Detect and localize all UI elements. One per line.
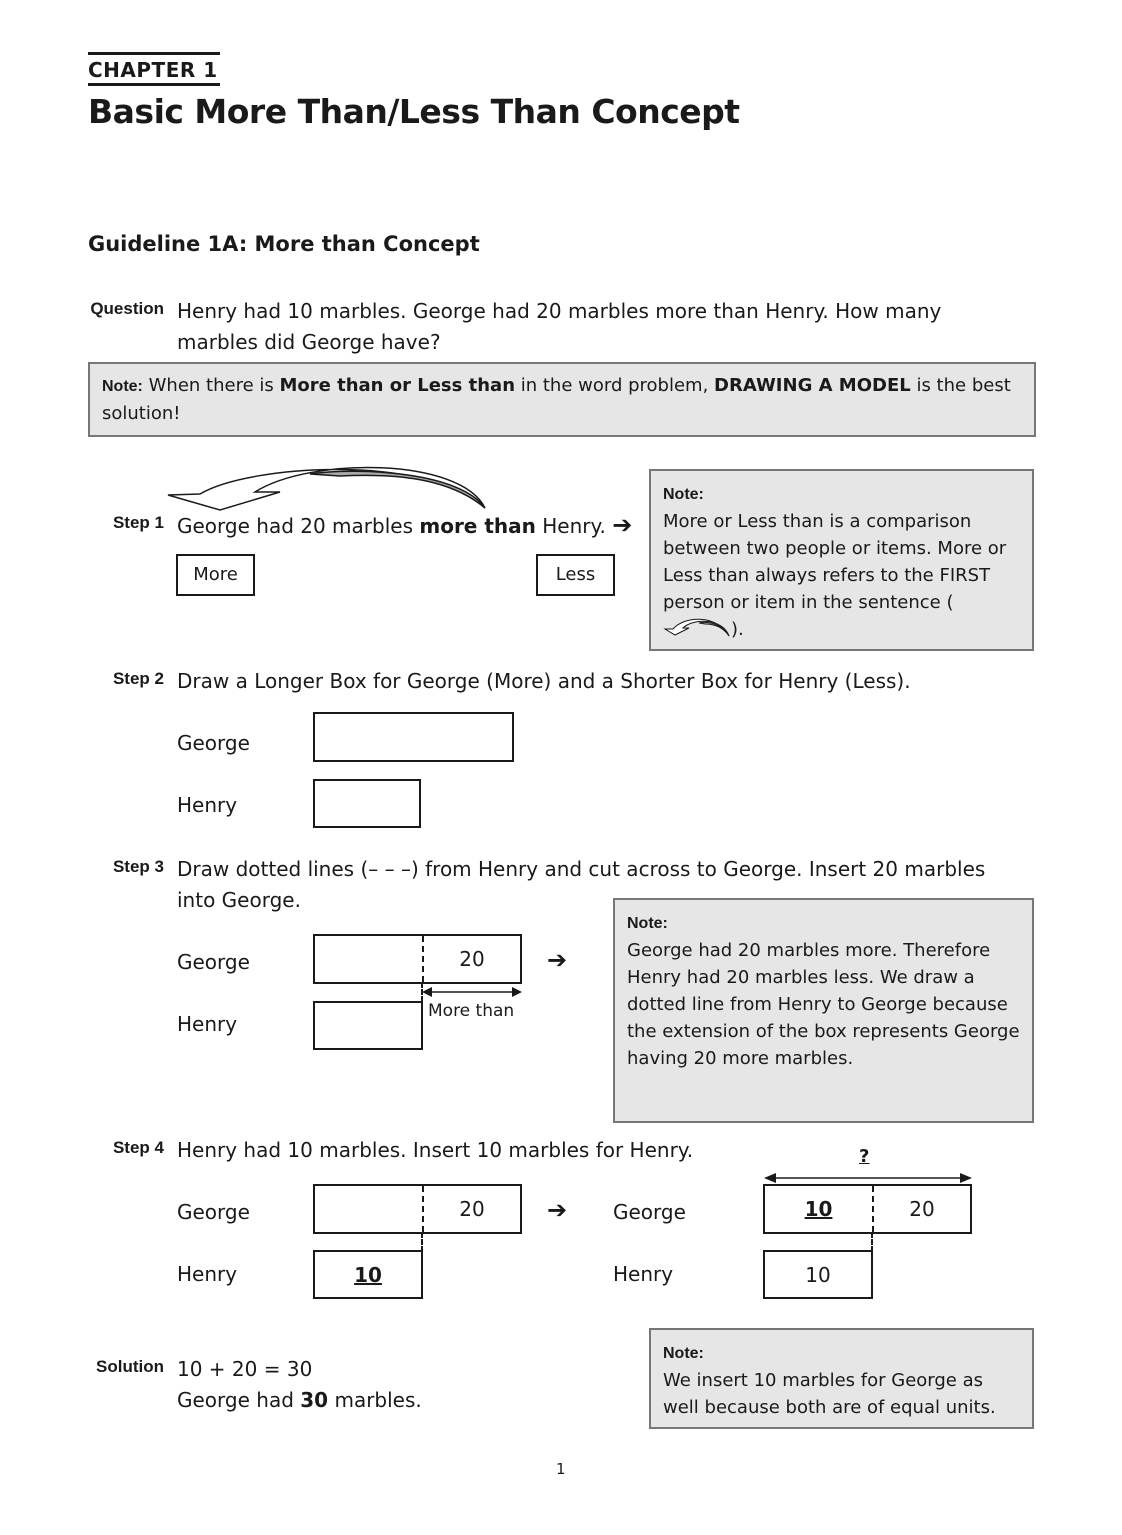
step4-label: Step 4 [112,1138,164,1157]
step2-label: Step 2 [112,669,164,688]
step4b-henry-value: 10 [805,1262,831,1287]
solution-label: Solution [96,1357,164,1376]
note-main: Note: When there is More than or Less th… [88,362,1036,437]
dotted-line [422,1186,424,1232]
dotted-line [422,936,424,982]
step4b-george-left: 10 [804,1197,833,1221]
right-arrow-icon: ➔ [547,946,568,974]
dotted-line-connector [871,1232,873,1252]
curved-arrow-icon [167,466,486,511]
solution-equation: 10 + 20 = 30 [177,1357,313,1381]
step2-george-label: George [177,731,250,755]
dotted-line [872,1186,874,1232]
note-step1: Note: More or Less than is a comparison … [649,469,1034,651]
step4-george-label: George [177,1200,250,1224]
question-text: Henry had 10 marbles. George had 20 marb… [177,299,942,354]
step4-henry-value: 10 [354,1262,382,1287]
step2-george-box [313,712,514,762]
step4b-george-right: 20 [909,1197,935,1221]
step4-george-value: 20 [459,1197,485,1221]
note-solution-text: We insert 10 marbles for George as well … [663,1370,996,1418]
step4b-george-label: George [613,1200,686,1224]
step1-text: George had 20 marbles more than Henry. ➔ [177,511,633,539]
note-solution: Note: We insert 10 marbles for George as… [649,1328,1034,1429]
step3-label: Step 3 [112,857,164,876]
more-box: More [176,554,255,596]
less-box: Less [536,554,615,596]
right-arrow-icon: ➔ [612,511,633,539]
note-step3: Note: George had 20 marbles more. Theref… [613,898,1034,1123]
step3-george-box: 20 [313,934,522,984]
note-main-prefix: Note: [102,378,143,395]
step3-george-value: 20 [459,947,485,971]
step1-label: Step 1 [112,513,164,532]
question-mark-label: ? [859,1146,870,1167]
right-arrow-icon: ➔ [547,1196,568,1224]
step4-george-box: 20 [313,1184,522,1234]
note-step1-title: Note: [663,486,704,503]
note-step3-title: Note: [627,915,668,932]
step4b-henry-label: Henry [613,1262,674,1286]
guideline-heading: Guideline 1A: More than Concept [88,232,480,256]
more-than-label: More than [428,1001,515,1021]
double-arrow-icon [764,1173,972,1183]
solution-answer: George had 30 marbles. [177,1388,422,1412]
step4b-henry-box: 10 [763,1250,873,1299]
step2-henry-box [313,779,421,828]
step3-henry-box [313,1001,423,1050]
step4-henry-box: 10 [313,1250,423,1299]
dotted-line-connector [421,1232,423,1252]
step3-george-label: George [177,950,250,974]
note-step1-text: More or Less than is a comparison betwee… [663,511,1007,613]
step2-henry-label: Henry [177,793,238,817]
step4-text: Henry had 10 marbles. Insert 10 marbles … [177,1138,694,1162]
note-solution-title: Note: [663,1345,704,1362]
note-step3-text: George had 20 marbles more. Therefore He… [627,940,1020,1069]
double-arrow-icon [422,987,522,997]
step3-text: Draw dotted lines (– – –) from Henry and… [177,857,986,912]
step4-henry-label: Henry [177,1262,238,1286]
step3-henry-label: Henry [177,1012,238,1036]
curved-arrow-icon [663,618,730,637]
question-label: Question [90,299,164,318]
page-title: Basic More Than/Less Than Concept [88,92,740,131]
page-number: 1 [556,1460,566,1478]
step4b-george-box: 10 20 [763,1184,972,1234]
chapter-label: CHAPTER 1 [88,52,220,86]
step2-text: Draw a Longer Box for George (More) and … [177,669,911,693]
